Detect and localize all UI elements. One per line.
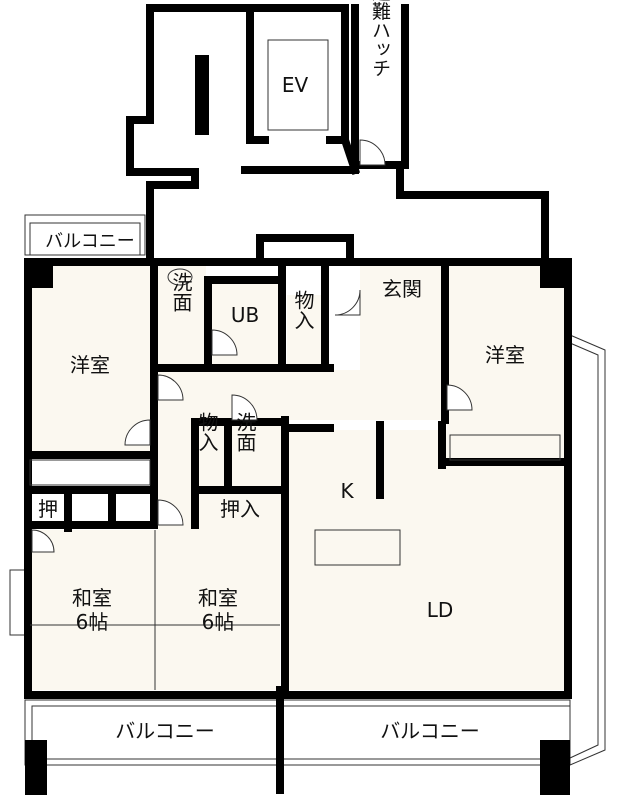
label-balcony-bottom-left: バルコニー [115, 719, 215, 743]
label-unit-bath: UB [231, 303, 259, 327]
label-entrance: 玄関 [382, 277, 422, 301]
label-hatch: 避難ハッチ [369, 0, 391, 78]
label-closet-small: 押 [38, 497, 58, 521]
label-living-dining: LD [427, 598, 454, 622]
label-western-room-right: 洋室 [485, 343, 525, 367]
label-japanese-room-right-line1: 和室 [198, 586, 238, 610]
label-closet: 押入 [220, 497, 260, 521]
label-western-room-left: 洋室 [70, 353, 110, 377]
room-fills [30, 262, 570, 690]
label-kitchen: K [340, 479, 354, 503]
label-storage-1: 物入 [291, 290, 315, 330]
label-balcony-bottom-right: バルコニー [380, 719, 480, 743]
label-japanese-room-left-line1: 和室 [72, 586, 112, 610]
columns [25, 55, 570, 795]
label-washroom-1: 洗面 [169, 272, 193, 312]
label-japanese-room-right-line2: 6帖 [202, 610, 235, 634]
fixtures [29, 39, 561, 690]
label-japanese-room-left-line2: 6帖 [76, 610, 109, 634]
room-labels: EV 避難ハッチ バルコニー 洗面 UB 物入 玄関 洋室 洋室 物入 洗面 押… [38, 0, 525, 743]
label-ev: EV [282, 73, 309, 97]
label-storage-2: 物入 [195, 412, 219, 452]
label-balcony-top: バルコニー [45, 231, 135, 252]
label-washroom-2: 洗面 [233, 412, 257, 452]
